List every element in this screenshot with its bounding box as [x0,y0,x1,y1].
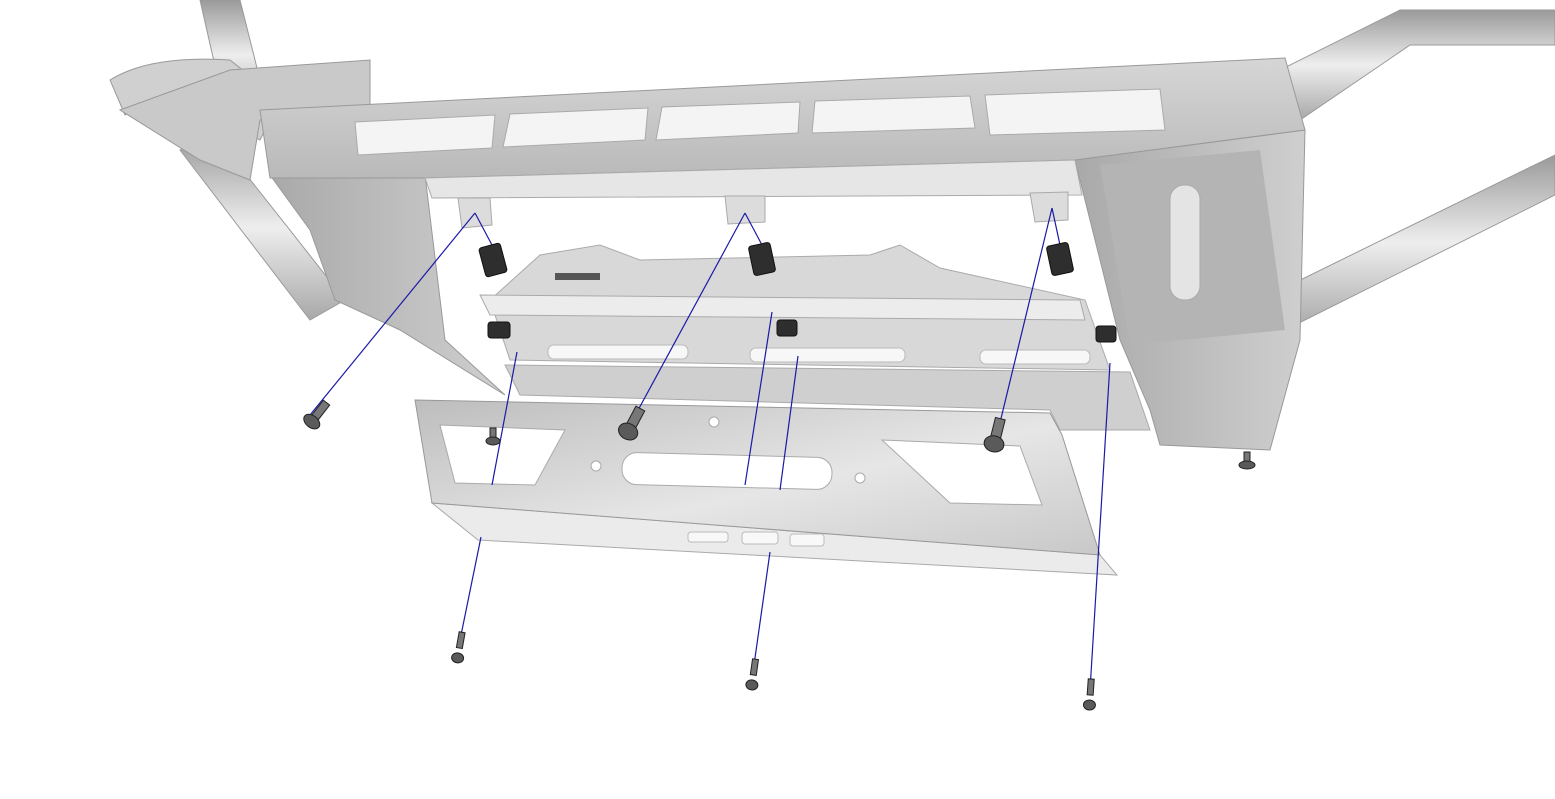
inner-top-flange [424,159,1083,199]
bolts [303,399,1256,711]
guide-line [752,551,771,673]
cutout [655,101,801,141]
logo-cutout [687,531,825,547]
cutout [354,114,496,156]
lower-rail [479,294,1086,321]
bumper-frame [118,57,1306,451]
guide-line [744,311,773,486]
bolt [745,658,760,691]
logo-bar [741,531,779,545]
tab-right [1029,191,1069,223]
cutout [439,424,566,486]
guide-line [309,212,476,416]
tube-right-lower [1279,154,1555,331]
logo-bar [687,531,729,543]
pin [555,273,600,280]
bottom-rail [504,364,1151,431]
guide-line [474,212,493,246]
bolt [485,427,501,446]
cutout [984,88,1166,136]
assembly-guide-lines [309,207,1111,691]
cage-nut [487,321,511,339]
tube-right-upper [1269,9,1555,121]
bolt [1082,678,1096,711]
guide-line [996,207,1053,436]
right-slot [1169,184,1201,301]
cutout [880,439,1043,506]
hole [708,416,720,428]
guide-line [629,212,746,426]
cutout [502,107,649,148]
cage-nut [1046,242,1074,276]
bolt [303,399,331,430]
left-side-box [269,174,506,396]
rail-slot [547,344,689,360]
rail-slot [749,347,906,363]
skid-plate-cutouts [439,416,1043,506]
guide-line [458,536,482,646]
guide-line [779,355,799,491]
cage-nut [748,242,776,276]
cage-nuts [478,242,1117,343]
cutout [621,452,833,490]
tab-center [724,195,766,225]
bolt [451,631,466,664]
cage-nut [1095,325,1117,343]
hole [854,472,866,484]
hole [590,460,602,472]
bolt [618,405,646,441]
guide-line [1051,207,1061,246]
guide-line [491,351,518,486]
crossbar-cutouts [354,88,1166,156]
rail-slot [979,349,1091,365]
cage-nut [478,242,508,278]
skid-plate [414,399,1119,576]
guide-line [744,212,763,246]
rail-slots [547,344,1091,365]
cutout [811,95,976,134]
bolt [1238,451,1256,470]
bolt [983,416,1006,453]
cage-nut [776,319,798,337]
guide-line [1089,362,1111,691]
logo-bar [789,533,825,547]
